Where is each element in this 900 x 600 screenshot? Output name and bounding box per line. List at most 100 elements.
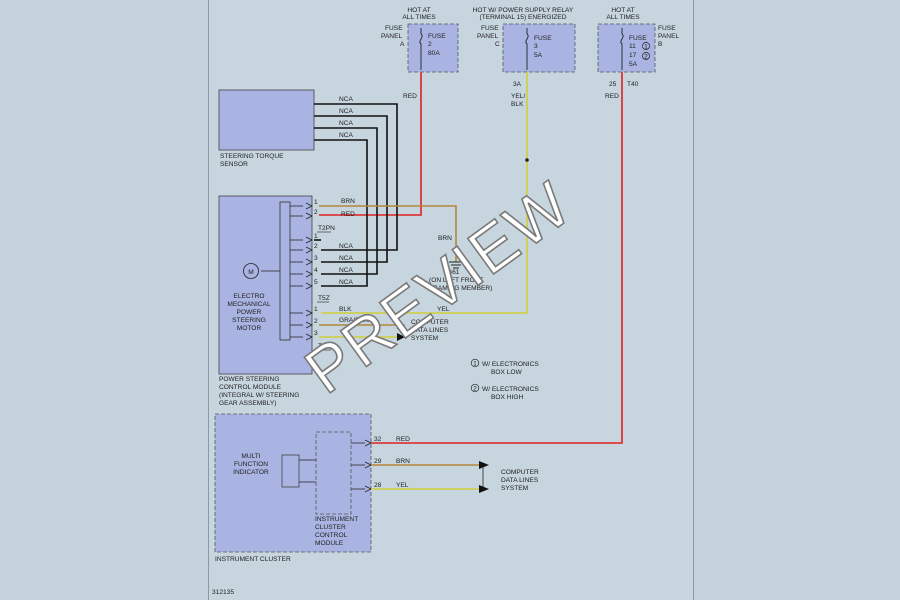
red-label-fuse-b: RED	[605, 93, 619, 100]
motor-symbol: M	[248, 269, 254, 276]
gra-brn-label: GRA/BRN	[339, 317, 369, 324]
yel-blk-wire	[321, 72, 528, 314]
mfi-label-1: MULTI	[241, 453, 260, 460]
note-2-line-2: BOX HIGH	[491, 394, 523, 401]
t5z-pin-4: 4	[314, 267, 318, 274]
motor-label-3: POWER	[237, 309, 262, 316]
pin-3a: 3A	[513, 81, 522, 88]
note-1-number: 1	[473, 360, 477, 367]
fuse-c-rating: 5A	[534, 52, 543, 59]
nca-wire-1	[314, 103, 398, 251]
brn-wire-ground	[319, 205, 457, 262]
pin-25: 25	[609, 81, 617, 88]
fuse-c-element	[525, 28, 529, 70]
icm-label-1: INSTRUMENT	[315, 516, 358, 523]
nca-label-top-3: NCA	[339, 120, 354, 127]
blk-label: BLK	[339, 306, 352, 313]
fuse-b-badge-2: 2	[644, 53, 648, 60]
mfi-box	[281, 454, 300, 488]
fuse-b-header-1: HOT AT	[611, 7, 634, 14]
yel-blk-label-1: YEL/	[511, 93, 525, 100]
module-label-3: (INTEGRAL W/ STEERING	[219, 392, 299, 399]
t2pn-pin-1: 1	[314, 199, 318, 206]
fuse-b-header-2: ALL TIMES	[606, 14, 640, 21]
fuse-b-badge-2-circle	[642, 52, 650, 60]
fuse-b-box	[597, 23, 656, 73]
ground-icon	[449, 261, 463, 269]
conn-t40: T40	[627, 81, 639, 88]
fuse-c-panel-3: C	[495, 41, 500, 48]
mfi-label-2: FUNCTION	[234, 461, 268, 468]
nca-wire-3	[314, 127, 378, 275]
t3g-pin-1: 1	[314, 306, 318, 313]
fuse-a-box	[407, 23, 459, 73]
note-2-number: 2	[473, 385, 477, 392]
module-label-1: POWER STEERING	[219, 376, 279, 383]
ground-code: G61	[447, 269, 460, 276]
nca-label-top-1: NCA	[339, 96, 354, 103]
motor-label-4: STEERING	[232, 317, 266, 324]
brn-label-cluster: BRN	[396, 458, 410, 465]
splice-dot	[525, 158, 529, 162]
fuse-b-panel-2: PANEL	[658, 33, 679, 40]
note-1-line-2: BOX LOW	[491, 369, 523, 376]
nca-label-top-2: NCA	[339, 108, 354, 115]
fuse-c-label: FUSE	[534, 35, 552, 42]
torque-sensor-label-1: STEERING TORQUE	[220, 153, 284, 160]
fuse-b-element	[620, 28, 624, 70]
t3g-connector-symbol	[305, 309, 313, 341]
torque-sensor-label-2: SENSOR	[220, 161, 248, 168]
note-1-circle	[470, 358, 480, 368]
fuse-a-number: 2	[428, 41, 432, 48]
icm-label-2: CLUSTER	[315, 524, 346, 531]
t3g-pin-3: 3	[314, 330, 318, 337]
module-label-2: CONTROL MODULE	[219, 384, 282, 391]
fuse-c-panel-2: PANEL	[477, 33, 498, 40]
cds-cluster-1: COMPUTER	[501, 469, 539, 476]
nca-label-1: NCA	[339, 243, 354, 250]
fuse-b-badge-1-circle	[642, 42, 650, 50]
ground-location-1: (ON LEFT FRONT	[429, 277, 483, 284]
brn-label-ground: BRN	[438, 235, 452, 242]
module-bus-bar	[279, 201, 291, 341]
fuse-a-panel-1: FUSE	[385, 25, 403, 32]
cds-arrow-cluster	[479, 461, 489, 493]
mfi-links	[299, 459, 316, 483]
nca-label-2: NCA	[339, 255, 354, 262]
fuse-c-header-2: (TERMINAL 15) ENERGIZED	[480, 14, 567, 21]
red-wire-fuse-a	[319, 72, 422, 216]
fuse-a-rating: 80A	[428, 50, 440, 57]
nca-label-3: NCA	[339, 267, 354, 274]
cluster-pin-32: 32	[374, 436, 382, 443]
t5z-pin-2: 2	[314, 243, 318, 250]
icm-pin-lines	[351, 442, 365, 490]
fuse-c-box	[502, 23, 576, 73]
yel-blk-label-2: BLK	[511, 101, 524, 108]
fuse-a-panel-3: A	[400, 41, 405, 48]
t2pn-label: T2PN	[318, 225, 335, 232]
nca-label-top-4: NCA	[339, 132, 354, 139]
nca-wire-4	[314, 139, 368, 287]
fuse-a-header-1: HOT AT	[407, 7, 430, 14]
note-2-circle	[470, 383, 480, 393]
module-label-4: GEAR ASSEMBLY)	[219, 400, 276, 407]
t3g-pin-2: 2	[314, 318, 318, 325]
motor-label-5: MOTOR	[237, 325, 262, 332]
cds-module-1: COMPUTER	[411, 319, 449, 326]
t2pn-connector-symbol	[305, 202, 313, 220]
fuse-a-panel-2: PANEL	[381, 33, 402, 40]
cds-cluster-2: DATA LINES	[501, 477, 539, 484]
fuse-b-number-17: 17	[629, 52, 637, 59]
t2pn-pin-2: 2	[314, 209, 318, 216]
cds-cluster-3: SYSTEM	[501, 485, 528, 492]
motor-icon	[243, 263, 259, 279]
fuse-b-label: FUSE	[629, 35, 647, 42]
figure-id: 312135	[212, 589, 234, 596]
fuse-a-header-2: ALL TIMES	[402, 14, 436, 21]
wiring-diagram: HOT AT ALL TIMES FUSE PANEL A FUSE 2 80A…	[212, 7, 679, 596]
fuse-b-panel-1: FUSE	[658, 25, 676, 32]
yel-label-cluster: YEL	[396, 482, 409, 489]
fuse-c-panel-1: FUSE	[481, 25, 499, 32]
fuse-b-badge-1: 1	[644, 43, 648, 50]
icm-label-3: CONTROL	[315, 532, 348, 539]
